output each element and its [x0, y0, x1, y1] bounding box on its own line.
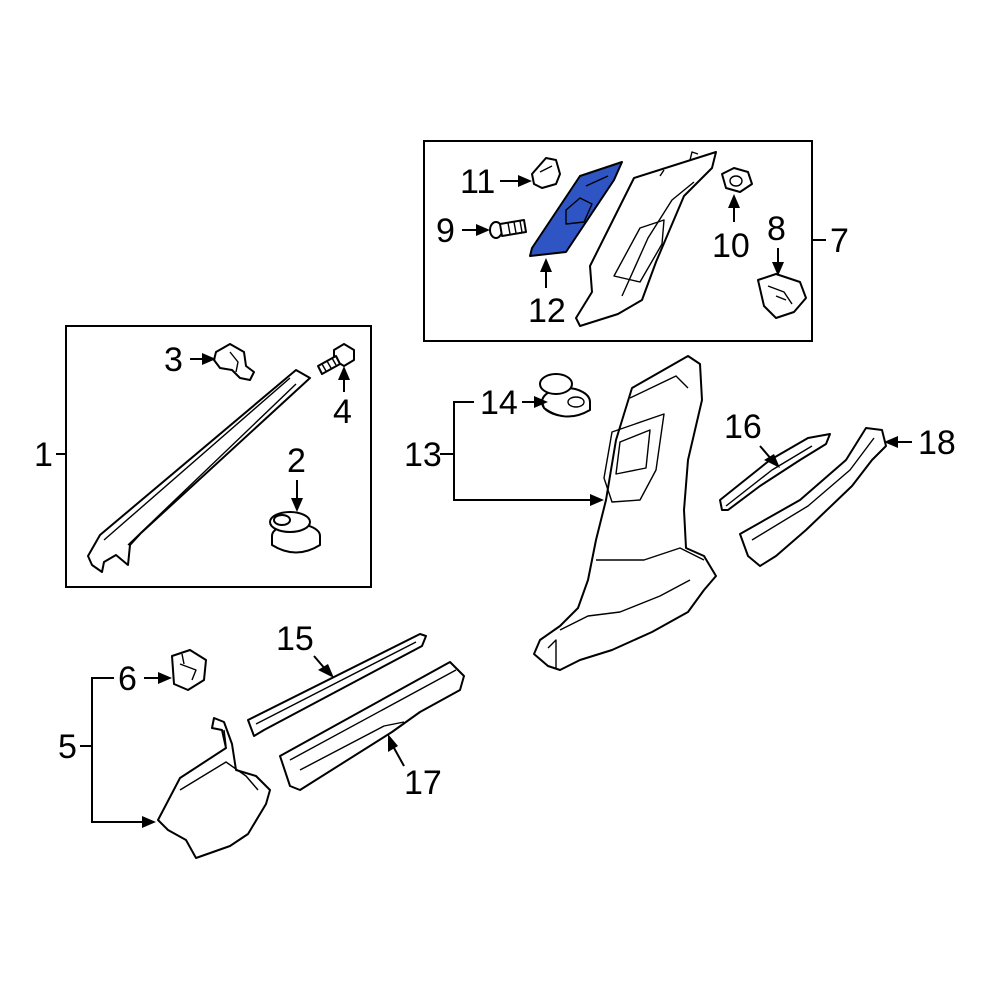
- callout-12-label: 12: [528, 292, 566, 330]
- callout-1: 1: [34, 436, 66, 474]
- part-2-push-clip[interactable]: [269, 511, 321, 554]
- part-11-clip[interactable]: [531, 157, 561, 189]
- part-16-scuff-plate[interactable]: [719, 433, 831, 511]
- callout-17-label: 17: [404, 764, 442, 802]
- callout-5-label: 5: [58, 728, 77, 766]
- part-3-clip[interactable]: [213, 343, 255, 381]
- callout-4-label: 4: [333, 393, 352, 431]
- callout-7-label: 7: [830, 222, 849, 260]
- callout-10-label: 10: [712, 227, 750, 265]
- callout-18-label: 18: [918, 424, 956, 462]
- callout-17: 17: [388, 734, 442, 802]
- callout-18: 18: [884, 424, 956, 462]
- callout-14: 14: [480, 384, 548, 422]
- part-18-rear-scuff-plate[interactable]: [739, 427, 887, 567]
- callout-6-label: 6: [118, 660, 137, 698]
- callout-3: 3: [164, 341, 216, 379]
- callout-8-label: 8: [767, 210, 786, 248]
- callout-16: 16: [724, 408, 780, 468]
- callout-16-label: 16: [724, 408, 762, 446]
- callout-2-label: 2: [287, 442, 306, 480]
- part-8-clip-retainer[interactable]: [757, 273, 807, 319]
- part-4-bolt[interactable]: [317, 343, 355, 375]
- part-15-front-scuff-strip[interactable]: [247, 633, 427, 737]
- callout-4: 4: [333, 366, 352, 431]
- callout-14-label: 14: [480, 384, 518, 422]
- part-10-nut[interactable]: [721, 167, 753, 193]
- callout-10: 10: [712, 194, 750, 265]
- group-box-1: [65, 325, 372, 588]
- b-pillar-upper-trim[interactable]: [575, 151, 717, 327]
- callout-13: 13: [404, 401, 604, 506]
- part-14-push-clip[interactable]: [539, 373, 591, 418]
- callout-8: 8: [767, 210, 786, 276]
- part-9-screw[interactable]: [489, 219, 527, 239]
- part-17-front-sill-plate[interactable]: [279, 661, 465, 791]
- callout-13-label: 13: [404, 436, 442, 474]
- part-13-b-pillar-lower-trim[interactable]: [533, 355, 717, 671]
- callout-6: 6: [118, 660, 172, 698]
- part-12-shape: [529, 161, 623, 257]
- part-12-upper-b-pillar-trim-highlighted[interactable]: [529, 161, 623, 257]
- callout-9: 9: [436, 212, 490, 250]
- callout-15-label: 15: [276, 620, 314, 658]
- part-5-kick-panel[interactable]: [157, 717, 271, 859]
- part-6-clip[interactable]: [171, 649, 207, 691]
- callout-1-label: 1: [34, 436, 53, 474]
- callout-5: 5: [58, 677, 156, 828]
- callout-11: 11: [460, 163, 532, 201]
- callout-7: 7: [812, 222, 849, 260]
- callout-12: 12: [528, 258, 566, 330]
- callout-9-label: 9: [436, 212, 455, 250]
- part-1-a-pillar-trim[interactable]: [87, 369, 311, 573]
- callout-15: 15: [276, 620, 334, 678]
- callout-11-label: 11: [460, 163, 495, 201]
- callout-2: 2: [287, 442, 306, 512]
- callout-3-label: 3: [164, 341, 183, 379]
